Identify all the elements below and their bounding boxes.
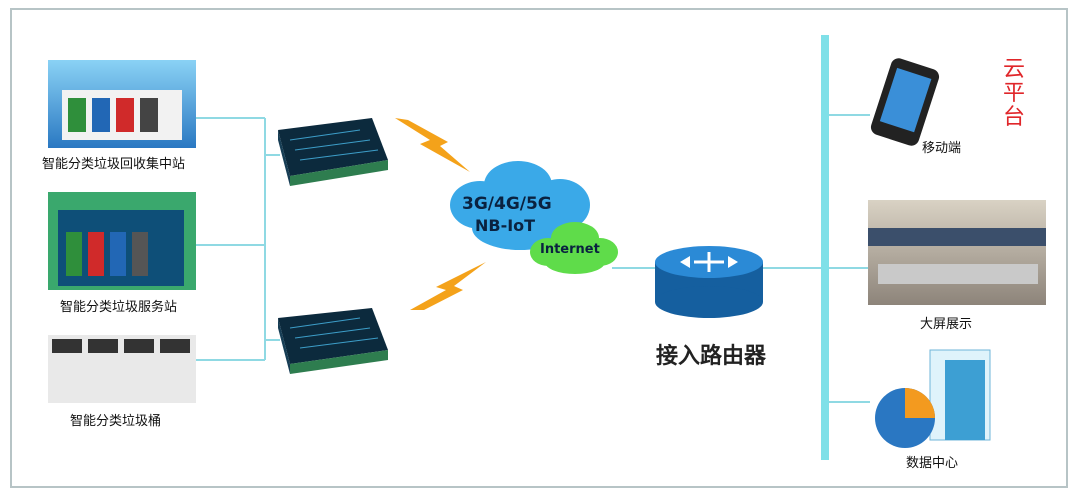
data-center-icon [875, 349, 991, 448]
network-line1: 3G/4G/5G [462, 194, 552, 214]
wireless-signal-icon-2 [410, 262, 486, 310]
phone-icon [870, 58, 940, 146]
network-line2: NB-IoT [475, 216, 536, 235]
recycling-center-image [48, 60, 196, 148]
smart-bin-image [48, 335, 196, 403]
left-node-label-1: 智能分类垃圾回收集中站 [42, 157, 186, 172]
right-node-label-datacenter: 数据中心 [906, 456, 959, 471]
gateway-device-2 [278, 308, 388, 374]
internet-label: Internet [540, 242, 600, 257]
router-icon [655, 246, 763, 318]
wireless-signal-icon [395, 118, 470, 172]
big-screen-image [868, 200, 1046, 305]
gateway-device-1 [278, 118, 388, 186]
router-label: 接入路由器 [656, 344, 767, 369]
cloud-platform-title: 云平台 [1003, 57, 1026, 130]
right-node-label-screen: 大屏展示 [920, 317, 973, 332]
internet-cloud [530, 222, 618, 274]
left-node-label-2: 智能分类垃圾服务站 [60, 300, 178, 315]
left-node-label-3: 智能分类垃圾桶 [70, 414, 162, 429]
service-station-image [48, 192, 196, 290]
backbone-bus [821, 35, 829, 460]
right-node-label-mobile: 移动端 [922, 141, 962, 156]
